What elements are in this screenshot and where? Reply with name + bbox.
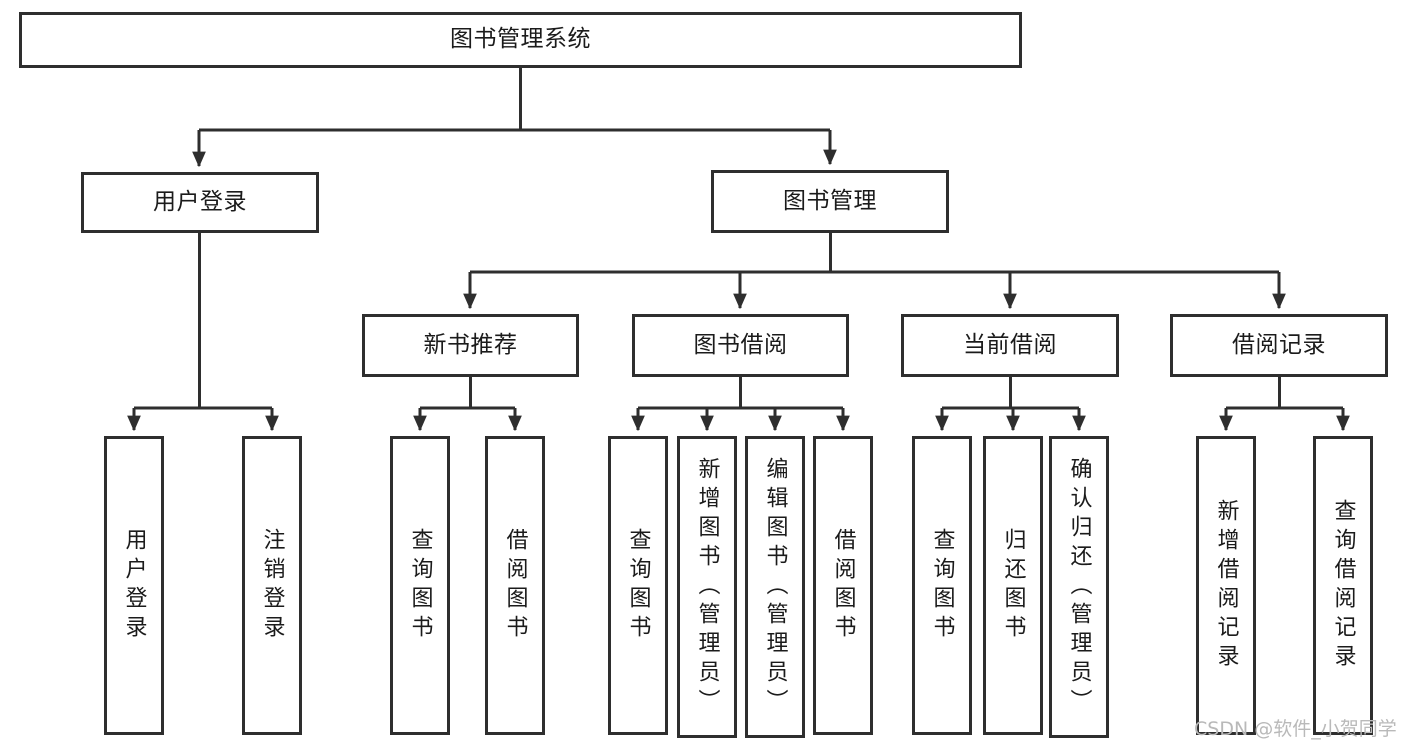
node-leaf-query-book-current[interactable]: 查询图书: [912, 436, 972, 735]
node-leaf-confirm-return-admin[interactable]: 确认归还（管理员）: [1049, 436, 1109, 738]
node-level2-book-borrow[interactable]: 图书借阅: [632, 314, 849, 377]
node-leaf-query-borrow-record[interactable]: 查询借阅记录: [1313, 436, 1373, 735]
node-level1-book-management[interactable]: 图书管理: [711, 170, 949, 233]
csdn-watermark: CSDN @软件_小贺同学: [1194, 718, 1397, 740]
node-level2-borrow-records[interactable]: 借阅记录: [1170, 314, 1388, 377]
node-level2-new-book-recommend[interactable]: 新书推荐: [362, 314, 579, 377]
node-leaf-edit-book-admin[interactable]: 编辑图书（管理员）: [745, 436, 805, 738]
node-leaf-return-book[interactable]: 归还图书: [983, 436, 1043, 735]
node-leaf-query-book-borrow[interactable]: 查询图书: [608, 436, 668, 735]
node-leaf-borrow-book[interactable]: 借阅图书: [813, 436, 873, 735]
node-level2-current-borrow[interactable]: 当前借阅: [901, 314, 1119, 377]
node-leaf-add-book-admin[interactable]: 新增图书（管理员）: [677, 436, 737, 738]
node-leaf-query-book-recommend[interactable]: 查询图书: [390, 436, 450, 735]
node-root[interactable]: 图书管理系统: [19, 12, 1022, 68]
node-leaf-logout[interactable]: 注销登录: [242, 436, 302, 735]
node-leaf-borrow-book-recommend[interactable]: 借阅图书: [485, 436, 545, 735]
node-leaf-add-borrow-record[interactable]: 新增借阅记录: [1196, 436, 1256, 735]
node-leaf-user-login[interactable]: 用户登录: [104, 436, 164, 735]
node-level1-user-login[interactable]: 用户登录: [81, 172, 319, 233]
